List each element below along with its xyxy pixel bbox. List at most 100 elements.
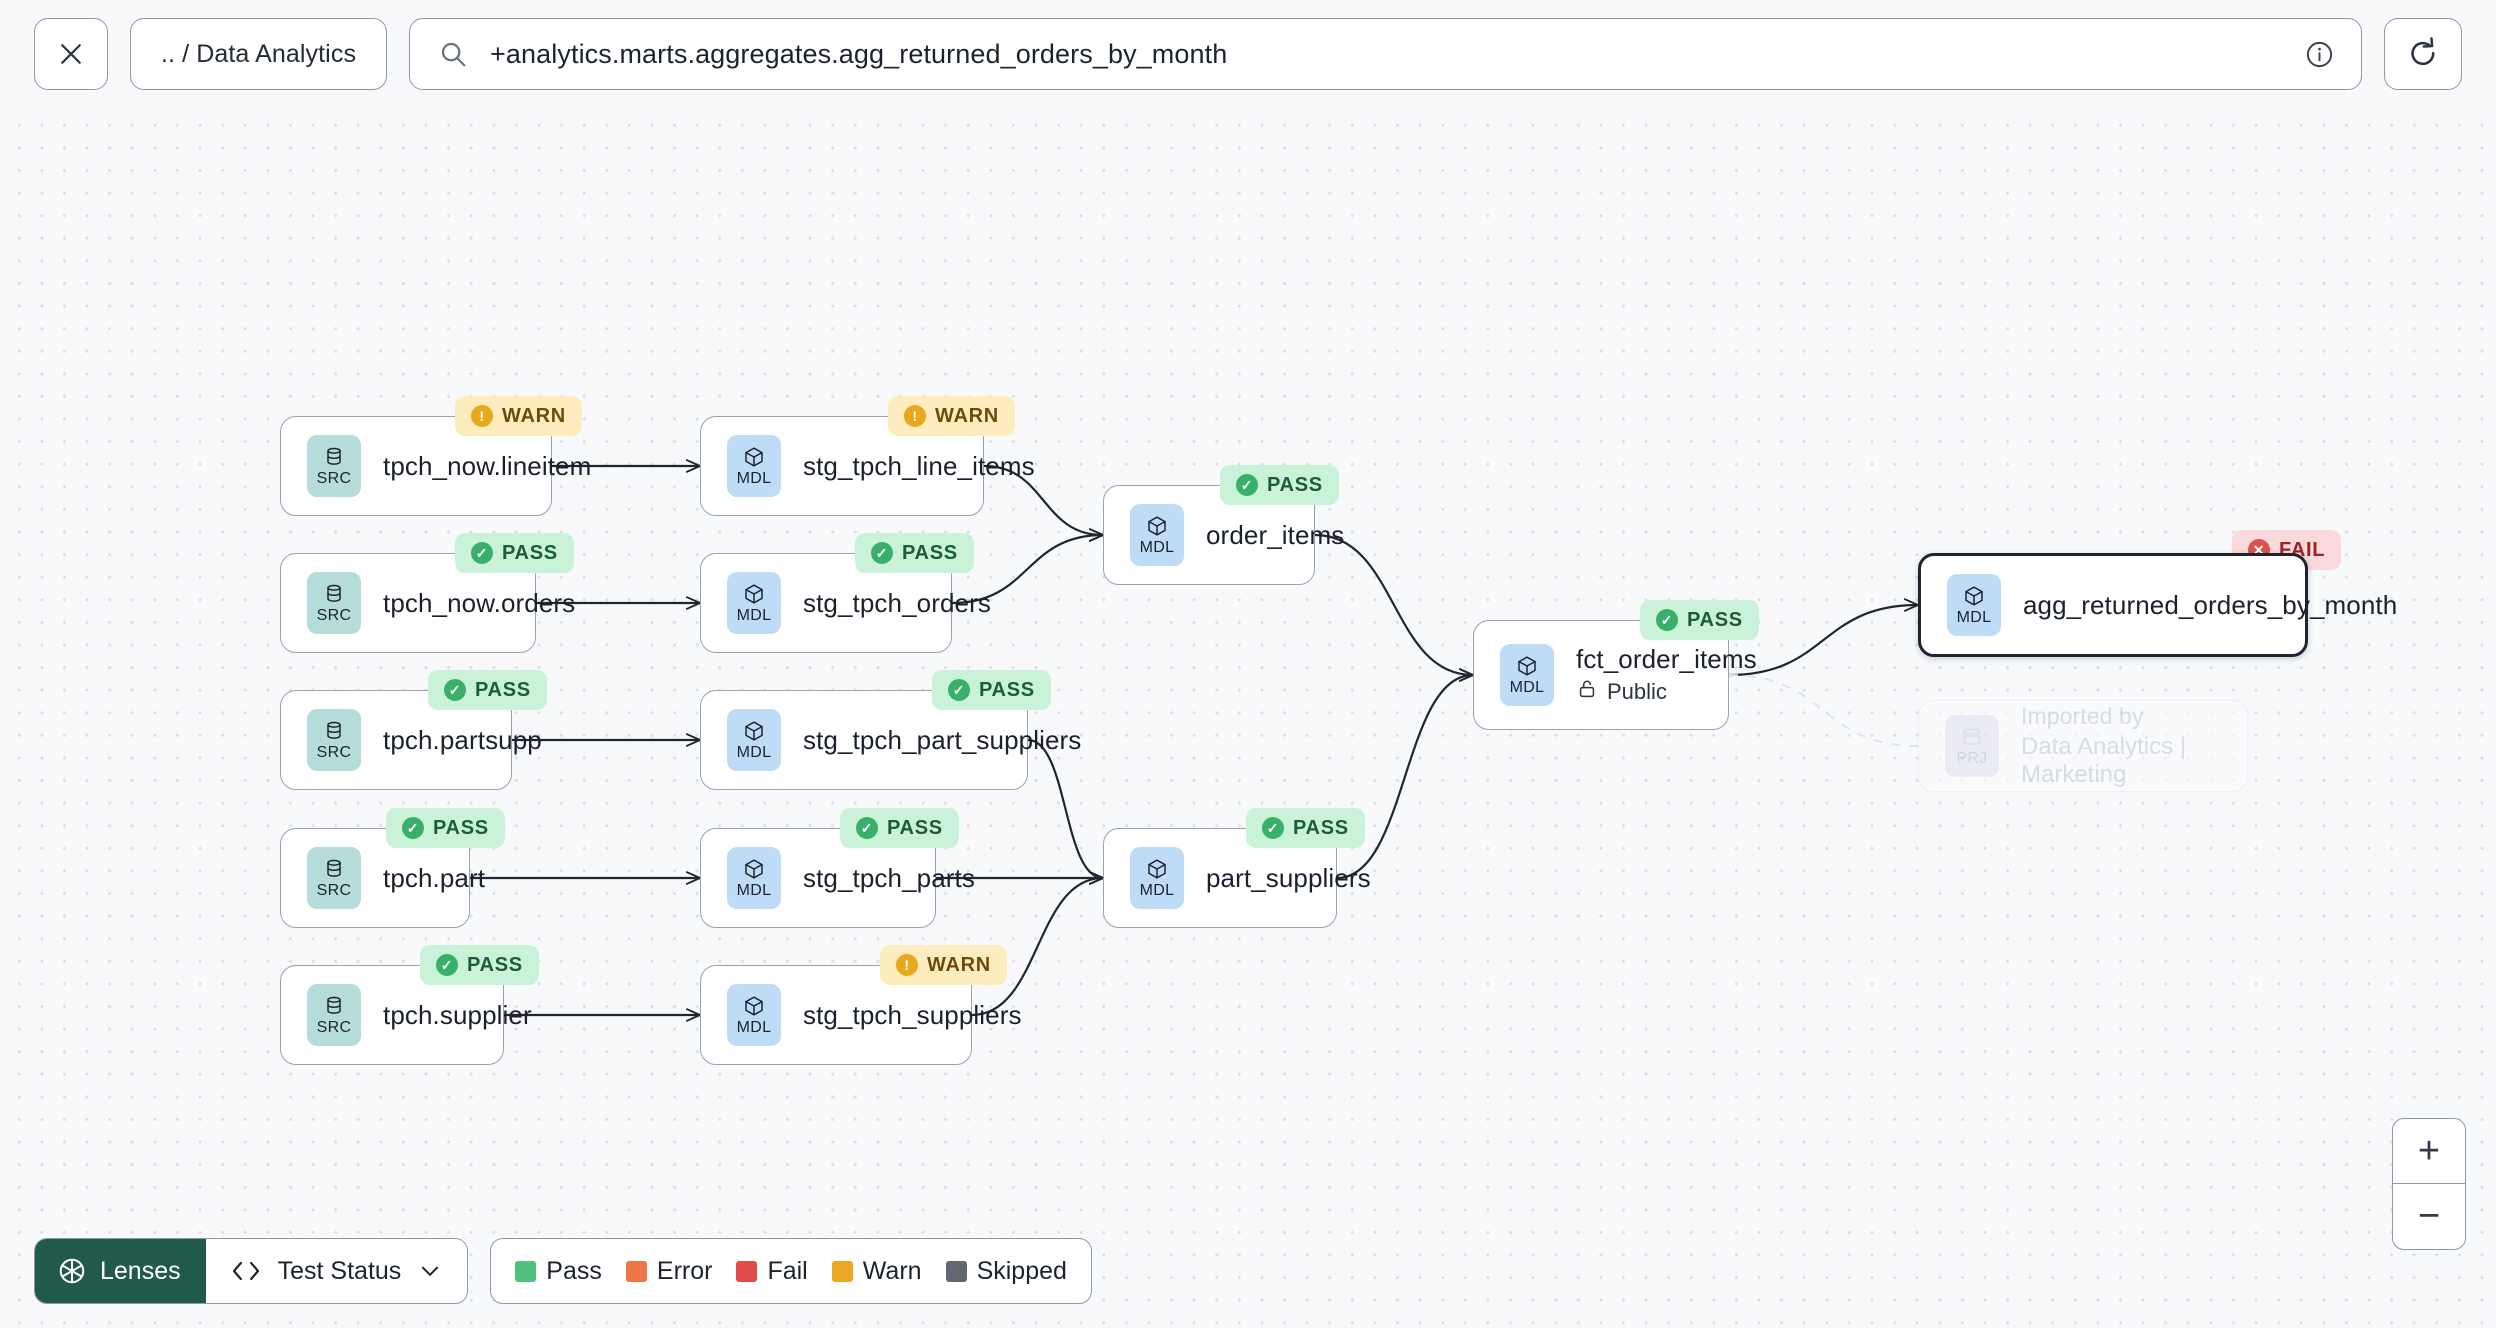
legend-label: Fail (767, 1256, 808, 1285)
lenses-label: Lenses (100, 1256, 181, 1285)
legend-label: Warn (862, 1256, 922, 1285)
unlock-icon (1576, 678, 1598, 706)
legend-label: Error (656, 1256, 713, 1285)
legend-swatch (625, 1260, 647, 1282)
node-type-label: MDL (1509, 678, 1545, 696)
mdl-type-icon: MDL (727, 709, 781, 771)
lenses-button[interactable]: Lenses (35, 1239, 206, 1303)
node-label: tpch.part (383, 862, 486, 893)
node-label: stg_tpch_orders (803, 587, 991, 618)
node-label: tpch.partsupp (383, 724, 542, 755)
node-type-label: MDL (736, 469, 772, 487)
refresh-icon (2406, 37, 2440, 71)
node-type-label: MDL (736, 1018, 772, 1036)
node-type-label: SRC (316, 606, 352, 624)
status-icon: ✓ (444, 679, 466, 701)
lineage-edge (983, 464, 1103, 535)
status-badge: ✓PASS (1246, 808, 1365, 848)
lineage-node[interactable]: MDL agg_returned_orders_by_month (1918, 553, 2398, 657)
legend-item[interactable]: Fail (736, 1256, 808, 1286)
src-type-icon: SRC (307, 435, 361, 497)
lineage-node[interactable]: MDL order_items (1103, 485, 1345, 585)
node-type-label: SRC (316, 1018, 352, 1036)
node-type-label: SRC (316, 743, 352, 761)
node-label: order_items (1206, 519, 1345, 550)
status-legend: Pass Error Fail Warn Skipped (490, 1238, 1092, 1304)
node-type-label: SRC (316, 881, 352, 899)
node-text: fct_order_items Public (1576, 644, 1757, 706)
node-type-label: MDL (1139, 538, 1175, 556)
zoom-in-button[interactable]: + (2393, 1119, 2465, 1184)
test-status-dropdown[interactable]: Test Status (205, 1239, 468, 1303)
node-text: agg_returned_orders_by_month (2023, 589, 2398, 621)
node-text: stg_tpch_part_suppliers (803, 724, 1082, 756)
top-toolbar: .. / Data Analytics +analytics.marts.agg… (0, 0, 2496, 108)
src-type-icon: SRC (307, 572, 361, 634)
status-icon: ! (896, 954, 918, 976)
lineage-node[interactable]: MDL stg_tpch_line_items (700, 416, 1035, 516)
breadcrumb[interactable]: .. / Data Analytics (130, 18, 388, 90)
lineage-node[interactable]: MDL fct_order_items Public (1473, 620, 1757, 730)
close-icon (56, 39, 86, 69)
zoom-out-button[interactable]: − (2417, 1195, 2441, 1237)
status-label: PASS (467, 953, 523, 976)
lens-group: Lenses Test Status (34, 1238, 469, 1304)
lineage-edge (971, 878, 1103, 1017)
node-text: stg_tpch_suppliers (803, 999, 1022, 1031)
node-label: tpch_now.orders (383, 587, 576, 618)
legend-swatch (945, 1260, 967, 1282)
status-icon: ✓ (948, 679, 970, 701)
node-text: stg_tpch_parts (803, 863, 975, 894)
mdl-type-icon: MDL (727, 984, 781, 1046)
node-subtitle-label: Data Analytics | Marketing (2021, 733, 2186, 788)
legend-swatch (736, 1260, 758, 1282)
mdl-type-icon: MDL (1130, 847, 1184, 909)
bottom-toolbar: Lenses Test Status Pass Error Fail Warn Skip… (34, 1238, 1092, 1304)
zoom-controls: + − (2392, 1118, 2466, 1250)
node-text: stg_tpch_orders (803, 587, 991, 619)
status-icon: ✓ (856, 817, 878, 839)
legend-label: Skipped (976, 1256, 1067, 1285)
status-label: PASS (1687, 608, 1743, 631)
status-label: WARN (935, 404, 999, 427)
lineage-node[interactable]: SRC tpch_now.lineitem (280, 416, 592, 516)
search-input[interactable]: +analytics.marts.aggregates.agg_returned… (409, 18, 2362, 90)
status-badge: !WARN (880, 945, 1007, 985)
lineage-node[interactable]: MDL stg_tpch_part_suppliers (700, 690, 1082, 790)
node-text: tpch.part (383, 862, 486, 894)
node-text: stg_tpch_line_items (803, 451, 1035, 482)
close-button[interactable] (34, 18, 108, 90)
mdl-type-icon: MDL (727, 572, 781, 634)
status-label: PASS (902, 541, 958, 564)
status-icon: ✓ (1236, 474, 1258, 496)
node-type-label: MDL (1956, 608, 1992, 626)
node-label: tpch.supplier (383, 999, 532, 1030)
status-icon: ✓ (871, 542, 893, 564)
lineage-edge (1336, 675, 1473, 880)
lineage-node[interactable]: SRC tpch_now.orders (280, 553, 576, 653)
mdl-type-icon: MDL (727, 435, 781, 497)
status-label: PASS (979, 678, 1035, 701)
node-type-label: MDL (736, 606, 772, 624)
status-icon: ✓ (1656, 609, 1678, 631)
legend-item[interactable]: Skipped (945, 1256, 1067, 1286)
legend-item[interactable]: Warn (831, 1256, 922, 1286)
node-label: stg_tpch_suppliers (803, 999, 1022, 1030)
status-badge: ✓ PASS (1640, 600, 1759, 640)
node-label: agg_returned_orders_by_month (2023, 589, 2398, 620)
status-icon: ✓ (436, 954, 458, 976)
legend-item[interactable]: Error (625, 1256, 713, 1286)
info-icon[interactable] (2304, 39, 2335, 70)
refresh-button[interactable] (2384, 18, 2462, 90)
node-label: tpch_now.lineitem (383, 450, 592, 481)
node-type-label: SRC (316, 469, 352, 487)
search-icon (438, 39, 468, 69)
lineage-edge (951, 535, 1103, 605)
lineage-edge (1314, 533, 1473, 675)
node-label: stg_tpch_part_suppliers (803, 724, 1082, 755)
legend-item[interactable]: Pass (515, 1257, 602, 1286)
